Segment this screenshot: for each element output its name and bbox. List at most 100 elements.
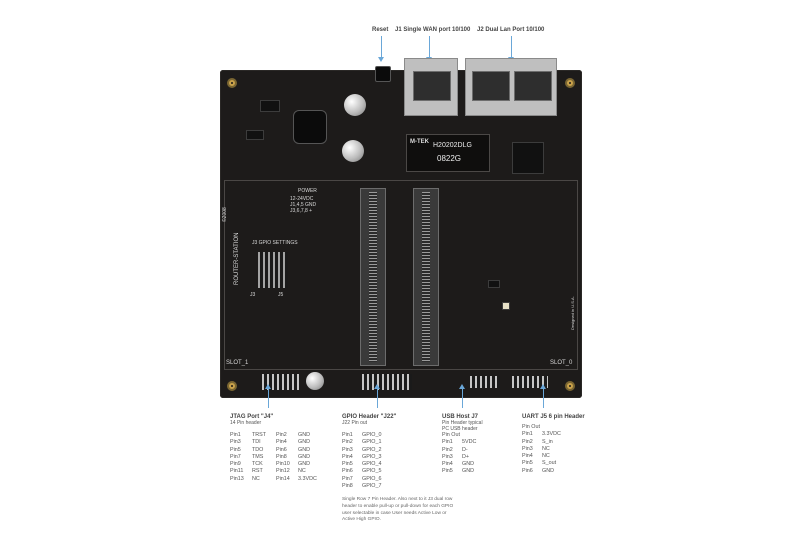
jtag-title: JTAG Port "J4" — [230, 414, 274, 420]
jtag-pin-cell: Pin4 — [276, 439, 287, 446]
jtag-pin-cell: NC — [298, 468, 306, 475]
uart-arrow — [540, 384, 546, 408]
jtag-pin-cell: Pin1 — [230, 432, 241, 438]
mini-pci-slot-0 — [413, 188, 439, 366]
j3-header — [258, 252, 288, 288]
jtag-pin-cell: Pin9 — [230, 461, 241, 468]
gpio-pin-cell: Pin7 — [342, 475, 353, 482]
uart-pin-cell: Pin2 — [522, 438, 533, 445]
uart-pin-cell: S_in — [542, 438, 553, 445]
jtag-pin-cell: Pin12 — [276, 468, 290, 475]
usb-pin-cell: 5VDC — [462, 439, 477, 446]
jtag-pin-cell: GND — [298, 453, 310, 460]
mini-pci-slot-1 — [360, 188, 386, 366]
jtag-pin-cell: GND — [298, 446, 310, 453]
module-model: H20202DLG — [433, 142, 472, 149]
gpio-note: Single Row 7 Pin Header. Also next to it… — [342, 497, 454, 523]
gpio-pin-cell: Pin1 — [342, 432, 353, 438]
usb-pin-row: Pin1 5VDC — [442, 439, 492, 446]
uart-pin-cell: Pin4 — [522, 453, 533, 460]
uart-pin-cell: NC — [542, 453, 550, 460]
usb-pin-cell: Pin3 — [442, 453, 453, 460]
jtag-pin-cell: TDI — [252, 439, 261, 446]
uart-pin-cell: Pin5 — [522, 460, 533, 467]
mounting-hole — [565, 381, 575, 391]
uart-title: UART J5 6 pin Header — [522, 414, 585, 420]
jtag-pin-cell: GND — [298, 439, 310, 446]
usb-pin-row: Pin5 GND — [442, 468, 492, 475]
slot-1-label: SLOT_1 — [226, 360, 249, 366]
led — [502, 302, 510, 310]
uart-pin-cell: GND — [542, 467, 554, 474]
jtag-pin-cell: Pin5 — [230, 446, 241, 453]
gpio-pin-row: Pin1 GPIO_0 — [342, 432, 457, 439]
designed-label: Designed in U.S.A. — [570, 296, 575, 330]
module-brand: M-TEK — [410, 139, 429, 145]
uart-pin-row: Pin4 NC — [522, 453, 585, 460]
gpio-pin-cell: GPIO_5 — [362, 468, 382, 475]
j5-label: J5 — [278, 292, 284, 298]
chip — [246, 130, 264, 140]
gpio-pin-cell: Pin8 — [342, 483, 353, 490]
jtag-arrow — [265, 384, 271, 408]
gpio-pin-cell: GPIO_0 — [362, 432, 382, 438]
chip — [512, 142, 544, 174]
jtag-pin-cell: RST — [252, 468, 263, 475]
uart-pin-cell: S_out — [542, 460, 557, 467]
lan-port-jack — [465, 58, 557, 116]
gpio-pin-row: Pin3 GPIO_2 — [342, 447, 457, 454]
usb-title: USB Host J7 — [442, 414, 479, 420]
capacitor — [344, 94, 366, 116]
j1-wan-label: J1 Single WAN port 10/100 — [395, 27, 471, 33]
jtag-pin-cell: TMS — [252, 453, 264, 460]
usb-pin-cell: Pin1 — [442, 439, 453, 446]
jtag-pin-cell: Pin2 — [276, 432, 287, 438]
power-label: POWER — [298, 188, 317, 194]
copyright: ©2008 — [222, 207, 228, 222]
reset-label: Reset — [372, 27, 389, 33]
power-spec-2: J1,4,5 GND — [290, 202, 317, 208]
gpio-pin-cell: GPIO_3 — [362, 453, 382, 460]
gpio-pin-cell: Pin3 — [342, 446, 353, 453]
uart-pinout-label: Pin Out — [522, 424, 540, 430]
uart-pin-cell: 3.3VDC — [542, 431, 561, 438]
uart-header — [512, 376, 548, 388]
gpio-pin-cell: GPIO_2 — [362, 446, 382, 453]
uart-pin-row: Pin1 3.3VDC — [522, 431, 585, 438]
capacitor — [306, 372, 324, 390]
capacitor — [342, 140, 364, 162]
gpio-block: GPIO Header "J22" J22 Pin out Pin1 GPIO_0… — [342, 414, 457, 524]
gpio-title: GPIO Header "J22" — [342, 414, 397, 420]
usb-pin-cell: Pin5 — [442, 468, 453, 475]
power-spec-3: J3,6,7,8 + — [290, 208, 313, 214]
j2-arrow — [508, 36, 514, 62]
usb-pin-cell: D- — [462, 446, 468, 453]
gpio-subtitle: J22 Pin out — [342, 420, 368, 426]
slot-0-label: SLOT_0 — [550, 360, 573, 366]
uart-pin-cell: Pin1 — [522, 431, 533, 438]
gpio-pin-cell: Pin6 — [342, 468, 353, 475]
jtag-pin-cell: Pin7 — [230, 453, 241, 460]
jtag-pin-cell: TRST — [252, 432, 267, 438]
usb-pin-cell: GND — [462, 468, 474, 475]
reset-arrow — [378, 36, 384, 62]
router-station: ROUTER-STATION — [234, 232, 240, 285]
usb-pin-cell: GND — [462, 461, 474, 468]
usb-header — [470, 376, 500, 388]
usb-block: USB Host J7 Pin Header typical PC USB he… — [442, 414, 492, 476]
